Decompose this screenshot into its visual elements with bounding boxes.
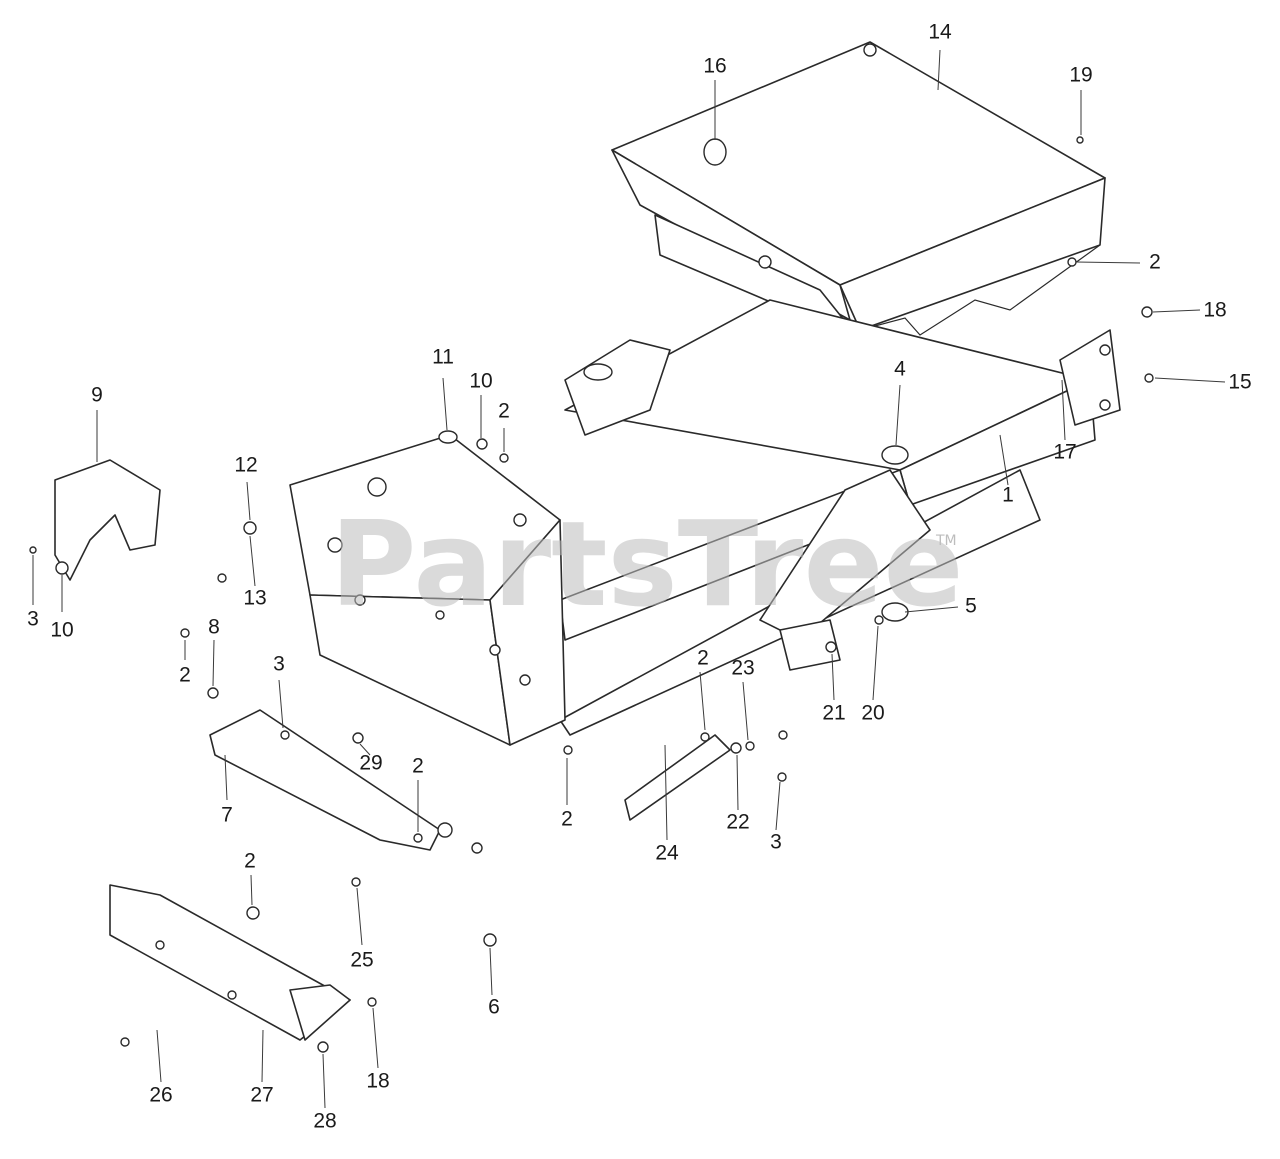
watermark: PartsTree TM <box>330 495 964 633</box>
callout-2: 2 <box>697 647 709 670</box>
callout-9: 9 <box>91 384 103 407</box>
callout-19: 19 <box>1069 64 1092 87</box>
callout-26: 26 <box>149 1084 172 1107</box>
callout-10: 10 <box>50 619 73 642</box>
callout-14: 14 <box>928 21 952 44</box>
callout-2: 2 <box>1149 251 1161 274</box>
callout-6: 6 <box>488 996 500 1019</box>
callout-12: 12 <box>234 454 257 477</box>
watermark-brand: PartsTree <box>330 495 964 633</box>
callout-10: 10 <box>469 370 492 393</box>
callout-2: 2 <box>498 400 510 423</box>
callout-7: 7 <box>221 804 233 827</box>
callout-5: 5 <box>965 595 977 618</box>
callout-27: 27 <box>250 1084 273 1107</box>
callout-28: 28 <box>313 1110 336 1133</box>
callout-2: 2 <box>179 664 191 687</box>
lever-7 <box>209 709 453 851</box>
callout-22: 22 <box>726 811 749 834</box>
callout-2: 2 <box>244 850 256 873</box>
seat-support-pan <box>611 41 1106 341</box>
callout-18: 18 <box>1203 299 1226 322</box>
callout-16: 16 <box>703 55 726 78</box>
callout-23: 23 <box>731 657 754 680</box>
watermark-trademark: TM <box>935 533 957 549</box>
callout-8: 8 <box>208 616 220 639</box>
callout-3: 3 <box>273 653 285 676</box>
hardware <box>29 136 1154 1053</box>
callouts: 1 2 2 2 2 2 2 2 3 3 3 4 5 6 7 8 9 10 10 … <box>27 21 1252 1133</box>
strap-24 <box>624 734 731 821</box>
bar-27 <box>109 884 351 1041</box>
callout-13: 13 <box>243 587 266 610</box>
callout-3: 3 <box>27 608 39 631</box>
bracket-9 <box>54 459 161 581</box>
callout-2: 2 <box>412 755 424 778</box>
callout-17: 17 <box>1053 441 1076 464</box>
callout-20: 20 <box>861 702 884 725</box>
front-frame-box <box>289 434 566 746</box>
callout-29: 29 <box>359 752 382 775</box>
leader-lines <box>32 49 1226 1109</box>
callout-4: 4 <box>894 358 906 381</box>
callout-21: 21 <box>822 702 845 725</box>
callout-3: 3 <box>770 831 782 854</box>
callout-25: 25 <box>350 949 373 972</box>
callout-15: 15 <box>1228 371 1251 394</box>
callout-1: 1 <box>1002 484 1014 507</box>
callout-24: 24 <box>655 842 679 865</box>
callout-2: 2 <box>561 808 573 831</box>
side-brace-arm <box>759 469 931 671</box>
callout-11: 11 <box>432 346 454 369</box>
callout-18: 18 <box>366 1070 389 1093</box>
